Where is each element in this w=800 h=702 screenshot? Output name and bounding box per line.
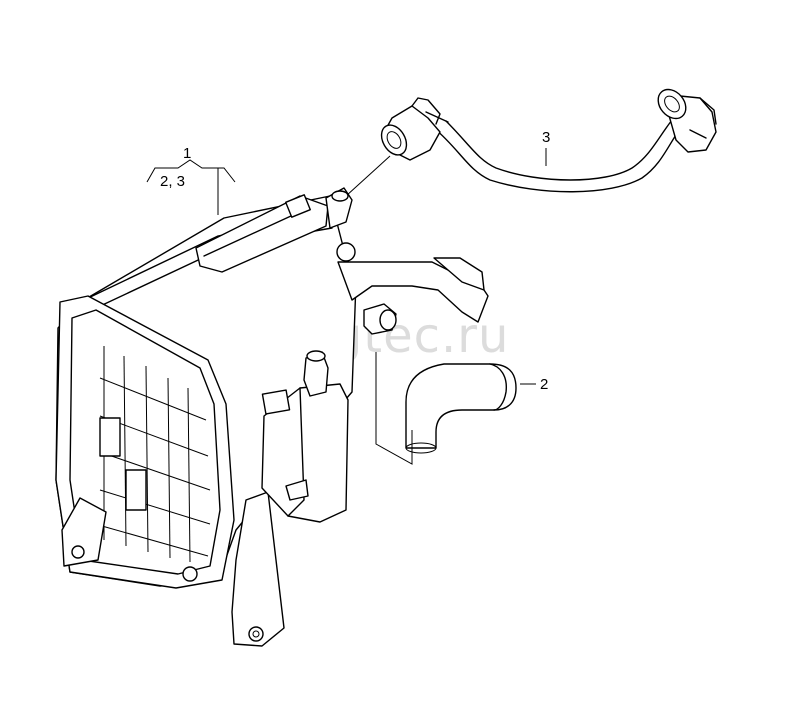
callout-1-bracket (146, 159, 236, 183)
callout-1-sublabel: 2, 3 (160, 173, 185, 190)
callout-3: 3 (542, 129, 550, 166)
vent-hose-2 (375, 352, 517, 465)
callout-2-label: 2 (540, 376, 548, 393)
callout-1-label: 1 (183, 145, 191, 162)
callout-1: 1 2, 3 (146, 145, 236, 215)
vent-hose-3 (345, 88, 717, 197)
mounting-feet (61, 491, 285, 647)
solenoid-valve (261, 350, 349, 523)
callout-2: 2 (520, 376, 548, 393)
callout-3-label: 3 (542, 129, 550, 146)
left-quick-connector (380, 97, 449, 161)
canister-purge-nipple (363, 303, 397, 335)
canister-ribs (99, 346, 211, 563)
right-quick-connector (657, 88, 717, 153)
label-plate (195, 194, 329, 273)
canister-vent-nipple (325, 187, 353, 229)
charcoal-canister (55, 187, 489, 647)
bracket-arm (336, 242, 489, 323)
